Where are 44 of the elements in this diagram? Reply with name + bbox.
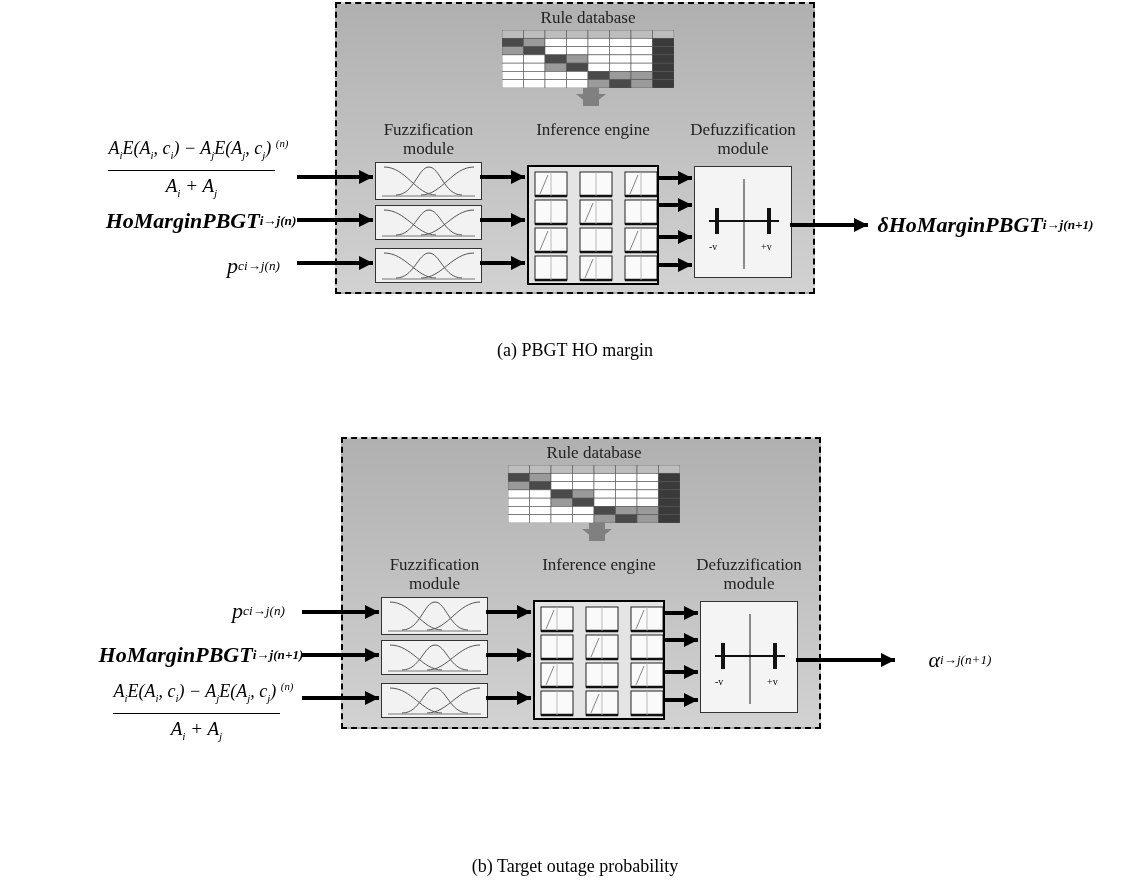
module-heading: Inference engine	[535, 120, 651, 139]
arrow	[297, 256, 373, 270]
arrow	[480, 170, 525, 184]
module-heading: Defuzzification module	[695, 555, 803, 593]
arrow	[657, 258, 692, 272]
axis-label: -v	[709, 241, 718, 252]
arrow	[663, 665, 698, 679]
arrow	[480, 256, 525, 270]
arrow	[302, 691, 379, 705]
module-heading: Defuzzification module	[689, 120, 797, 158]
arrow	[657, 230, 692, 244]
arrow	[796, 653, 895, 667]
axis-label: +v	[767, 676, 778, 687]
formula-numerator: A$_{i}$E(A$_{i}$, c$_{i}$) − A$_{j}$E(A$_{j}$, c$_{j}$) $^{(n)}$	[106, 137, 290, 161]
arrow	[657, 171, 692, 185]
axis-label: -v	[715, 676, 724, 687]
arrow	[663, 606, 698, 620]
module-heading: Rule database	[539, 8, 637, 27]
formula-denominator: A$_{i}$ + A$_{j}$	[164, 175, 219, 199]
arrow	[480, 213, 525, 227]
module-heading: Fuzzification module	[382, 120, 475, 158]
module-heading: Fuzzification module	[388, 555, 481, 593]
arrow	[302, 605, 379, 619]
dashed-panel	[335, 2, 815, 294]
figure-caption: (b) Target outage probability	[470, 856, 680, 877]
arrow	[486, 691, 531, 705]
arrow	[486, 605, 531, 619]
arrow	[790, 218, 868, 232]
module-heading: Inference engine	[541, 555, 657, 574]
arrow	[486, 648, 531, 662]
arrow	[302, 648, 379, 662]
arrow	[297, 213, 373, 227]
formula-numerator: A$_{i}$E(A$_{i}$, c$_{i}$) − A$_{j}$E(A$_{j}$, c$_{j}$) $^{(n)}$	[111, 680, 295, 704]
axis-label: +v	[761, 241, 772, 252]
dashed-panel	[341, 437, 821, 729]
block-arrow	[576, 88, 606, 106]
arrow	[297, 170, 373, 184]
arrow	[657, 198, 692, 212]
arrow	[663, 633, 698, 647]
formula-denominator: A$_{i}$ + A$_{j}$	[169, 718, 224, 742]
block-arrow	[582, 523, 612, 541]
module-heading: Rule database	[545, 443, 643, 462]
arrow	[663, 693, 698, 707]
figure-caption: (a) PBGT HO margin	[496, 340, 654, 361]
